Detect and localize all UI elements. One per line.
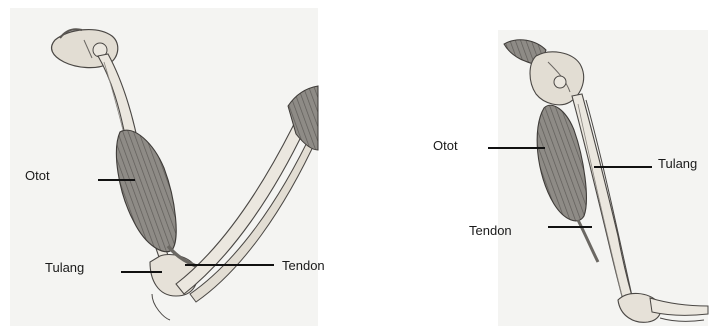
right-label-tulang: Tulang: [658, 156, 697, 171]
straight-arm-illustration: [498, 30, 708, 326]
left-label-tulang: Tulang: [45, 260, 84, 275]
left-label-tendon: Tendon: [282, 258, 325, 273]
bent-arm-illustration: [10, 8, 318, 326]
right-label-tendon: Tendon: [469, 223, 512, 238]
right-label-otot: Otot: [433, 138, 458, 153]
left-label-otot: Otot: [25, 168, 50, 183]
